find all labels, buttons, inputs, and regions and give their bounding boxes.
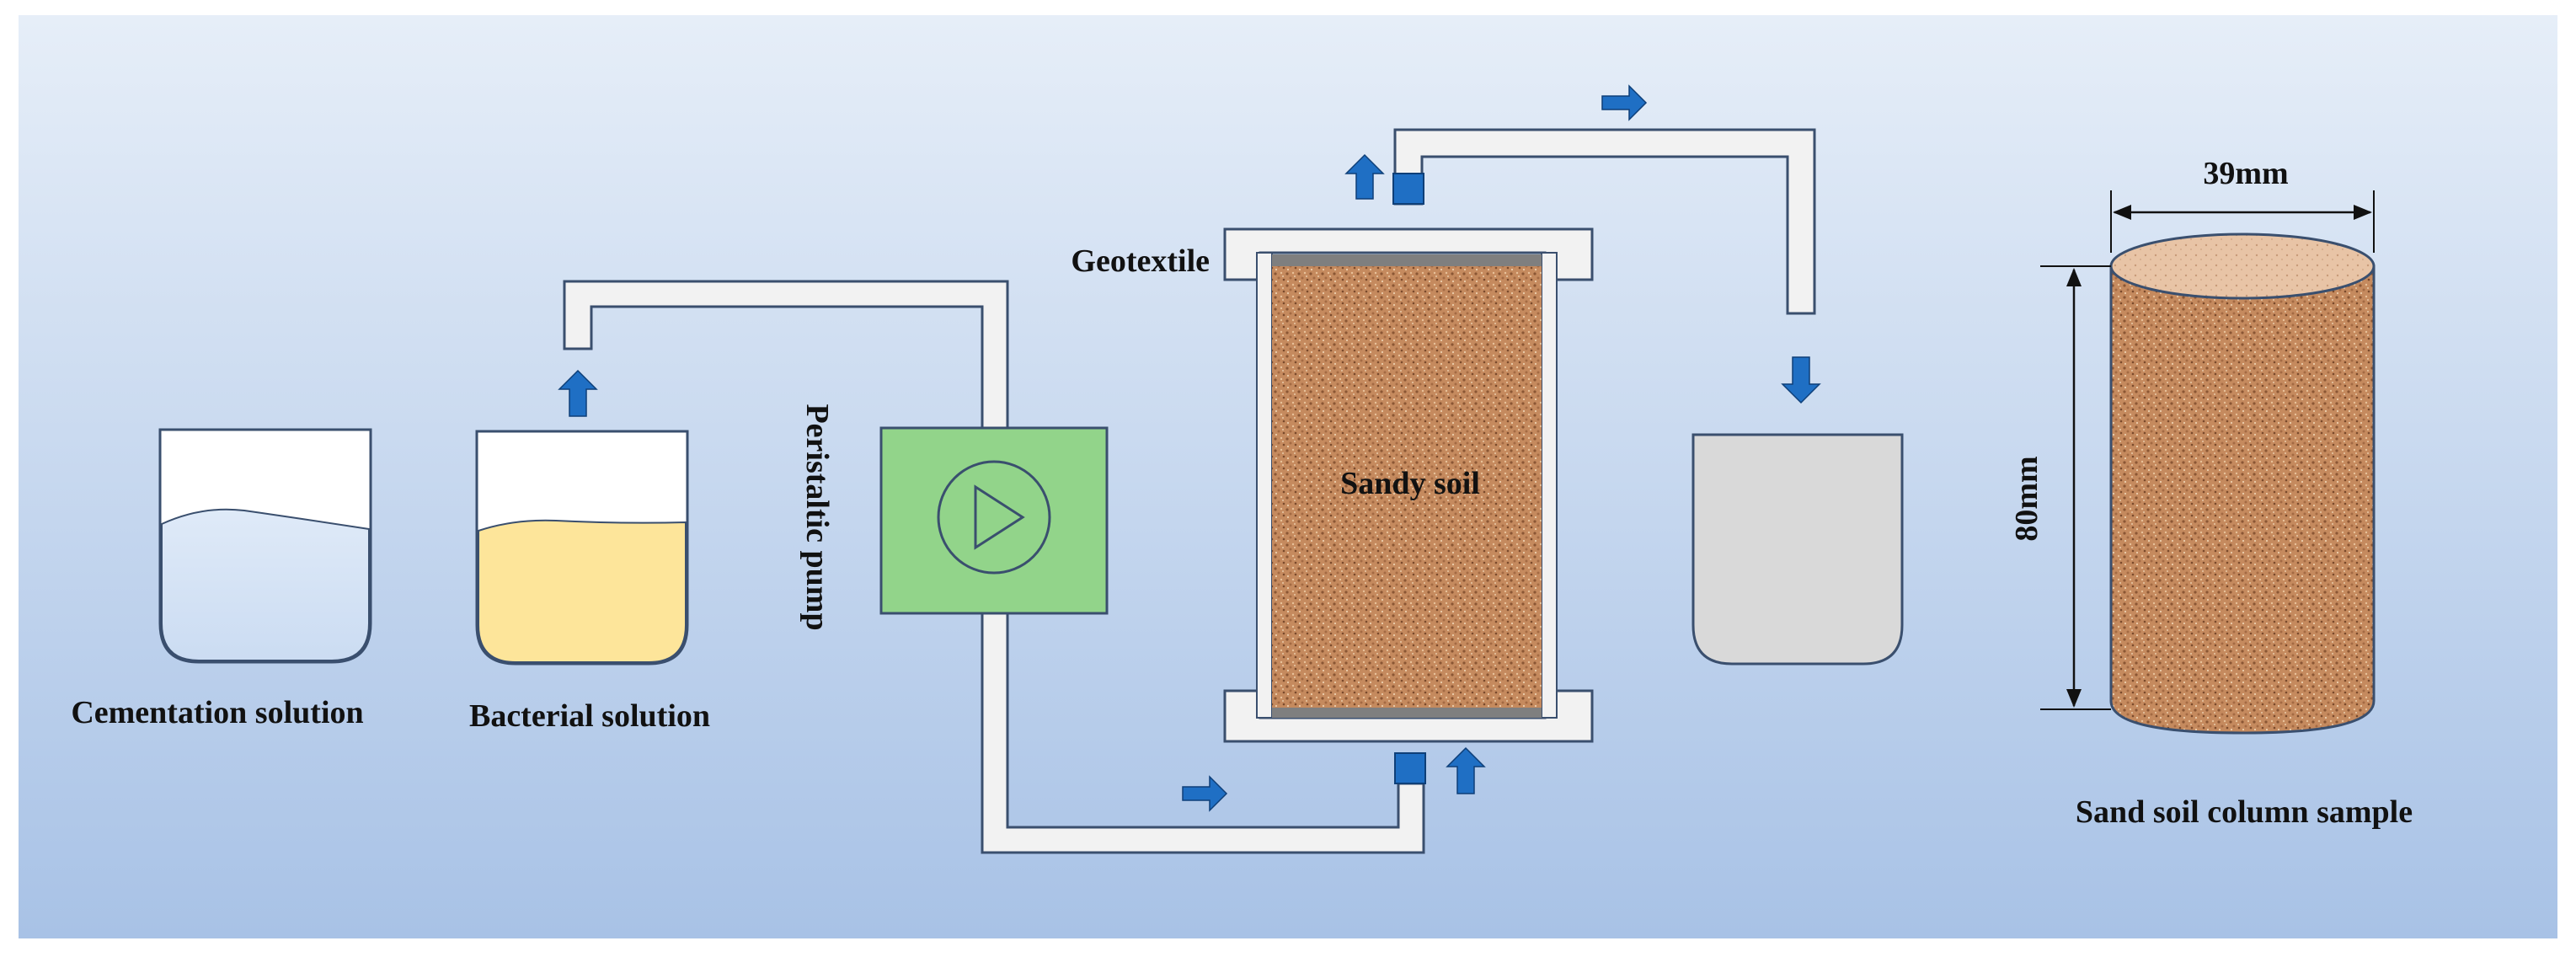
cementation-beaker <box>158 428 372 664</box>
flow-arrow-up-2 <box>1446 746 1486 794</box>
sandy-soil-fill <box>1272 266 1542 708</box>
cementation-solution-label: Cementation solution <box>71 695 363 730</box>
diameter-label: 39mm <box>2203 156 2288 191</box>
sample-label: Sand soil column sample <box>2076 794 2413 830</box>
sandy-soil-label: Sandy soil <box>1340 466 1480 501</box>
geotextile-top <box>1272 254 1542 266</box>
bacterial-beaker <box>475 430 689 666</box>
top-connector <box>1392 173 1424 205</box>
soil-column <box>1223 227 1594 743</box>
geotextile-bottom <box>1272 708 1542 718</box>
peristaltic-pump-label: Peristaltic pump <box>799 404 835 630</box>
bacterial-solution-label: Bacterial solution <box>469 698 710 734</box>
flow-arrow-right-2 <box>1601 84 1648 121</box>
height-label: 80mm <box>2009 456 2044 541</box>
sample-cylinder <box>2109 233 2376 735</box>
column-wall-right <box>1541 252 1558 719</box>
flow-arrow-right-1 <box>1182 775 1228 812</box>
collection-vessel <box>1692 433 1904 666</box>
flow-arrow-down-1 <box>1781 356 1821 404</box>
geotextile-label: Geotextile <box>1071 243 1210 279</box>
flow-arrow-up-3 <box>1344 153 1385 200</box>
pump-icon <box>937 460 1051 575</box>
bacterial-liquid <box>478 519 687 663</box>
peristaltic-pump <box>879 426 1109 615</box>
bottom-connector <box>1394 752 1426 784</box>
flow-arrow-up-1 <box>558 369 598 417</box>
cementation-liquid <box>161 508 370 661</box>
column-wall-left <box>1256 252 1273 719</box>
sample-top-face <box>2109 233 2376 300</box>
